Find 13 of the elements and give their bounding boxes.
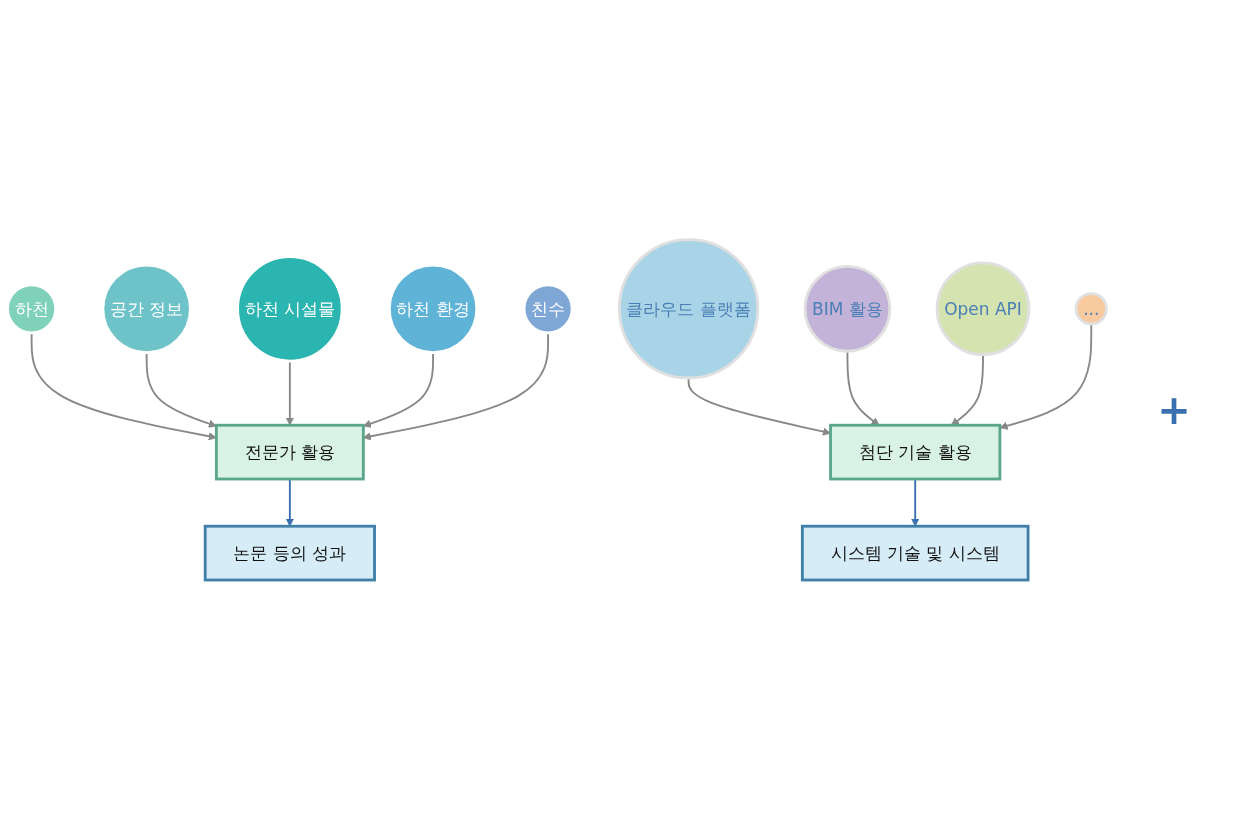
node-box: 전문가 활용 [214,423,365,481]
node-circle: 클라우드 플랫폼 [617,237,760,380]
node-box: 시스템 기술 및 시스템 [800,524,1030,582]
node-circle: 공간 정보 [101,263,192,354]
node-circle: Open API [935,261,1031,356]
node-circle: 하천 [6,283,58,334]
node-box: 첨단 기술 활용 [829,423,1002,481]
plus-sign: + [1156,386,1192,433]
node-circle: ... [1074,291,1108,326]
node-circle: 하천 환경 [387,263,479,354]
node-circle: 친수 [522,283,574,334]
node-box: 논문 등의 성과 [203,524,376,582]
node-circle: BIM 활용 [803,264,892,353]
